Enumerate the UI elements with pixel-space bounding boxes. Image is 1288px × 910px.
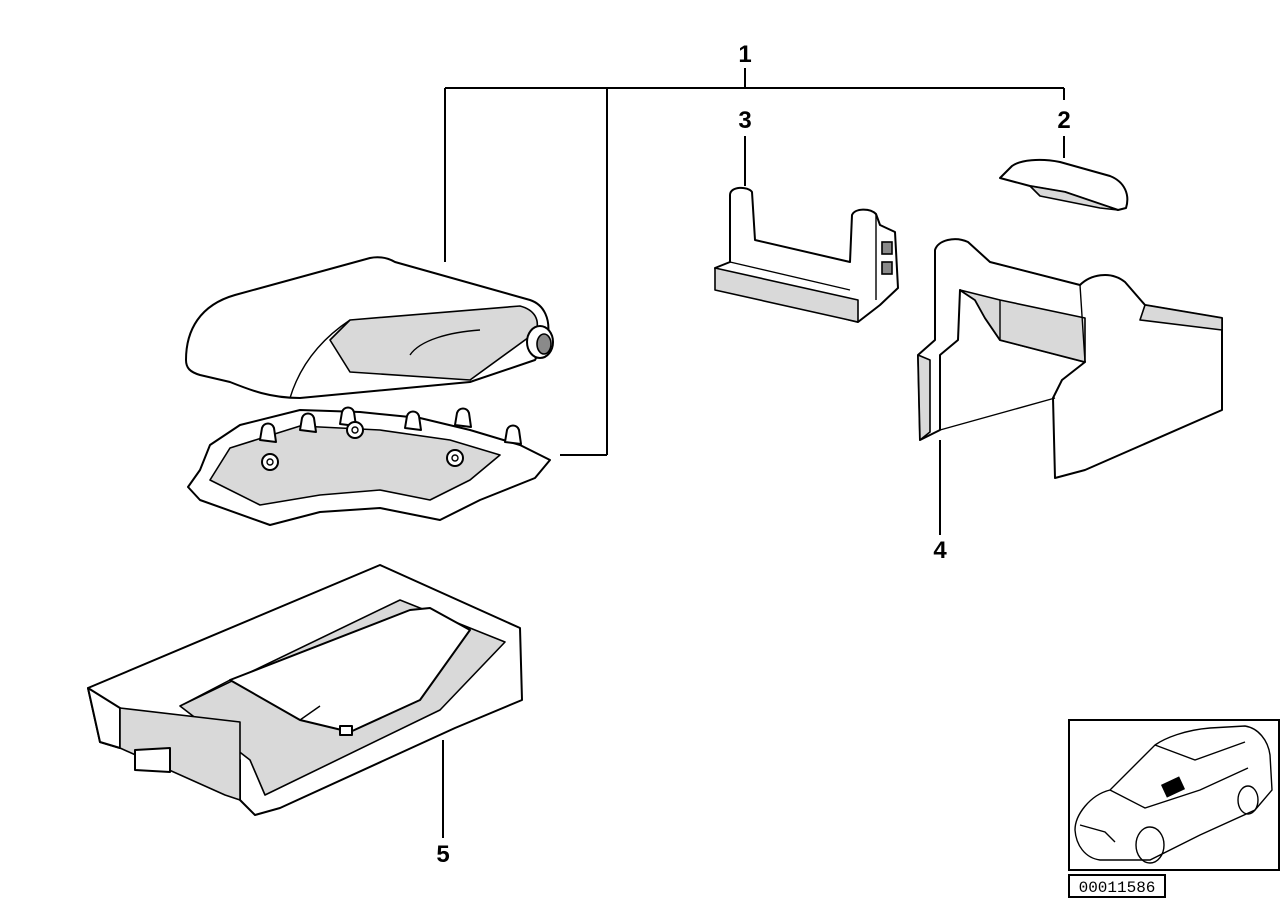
reference-number-box: 00011586 [1068,874,1166,898]
callout-2: 2 [1057,107,1070,134]
armrest-base-plate [187,406,551,526]
callout-3: 3 [738,107,751,134]
car-location-icon [1074,725,1273,864]
side-bracket-housing [917,238,1223,479]
callout-1: 1 [738,41,751,68]
leader-lines-part-1 [444,68,1065,456]
cover-cap [999,158,1129,211]
hinge-bracket [714,186,899,323]
callout-4: 4 [933,537,947,564]
vehicle-locator-inset [1068,719,1280,871]
storage-tray [87,564,523,816]
armrest-cushion [185,256,554,399]
callout-5: 5 [436,841,449,868]
reference-number: 00011586 [1079,879,1156,897]
plate-clips [259,406,522,445]
